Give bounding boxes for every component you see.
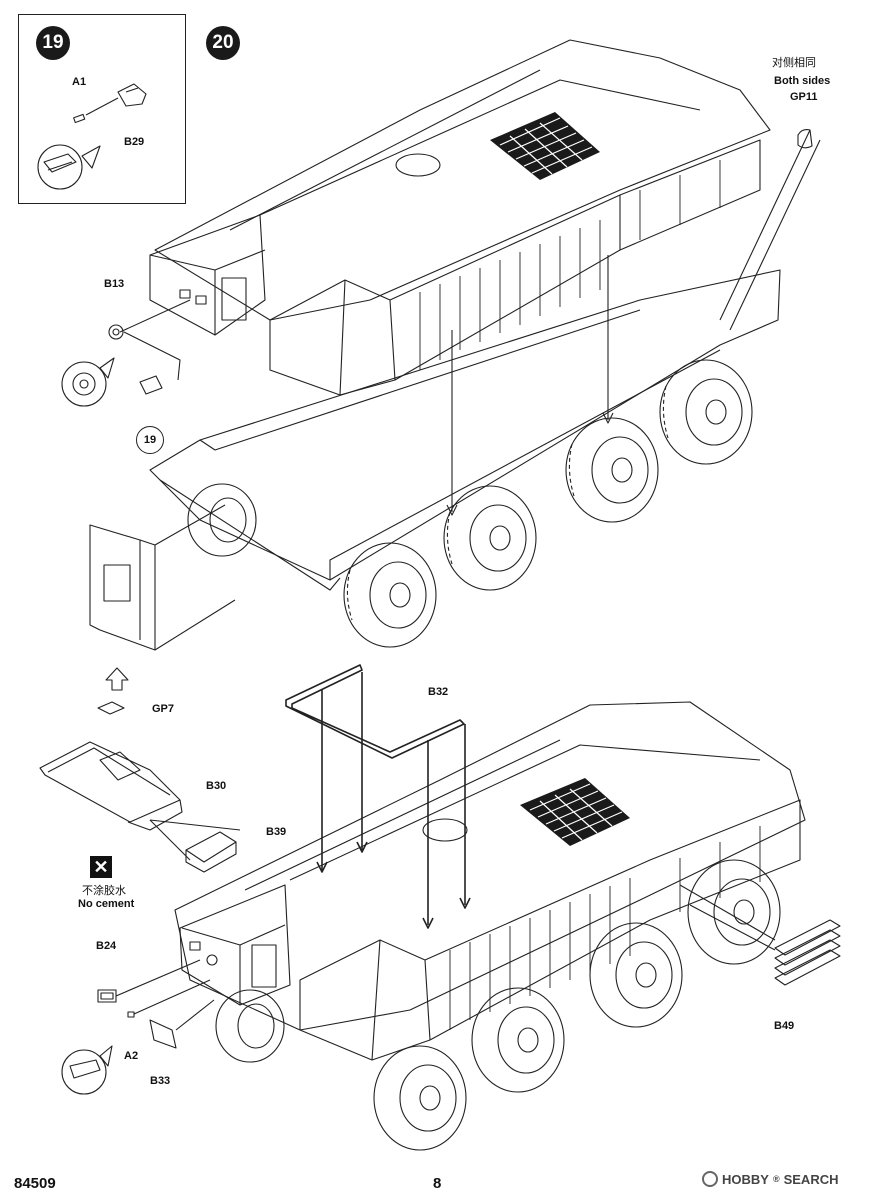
label-a2: A2 bbox=[124, 1050, 139, 1062]
label-both-sides-cn: 对侧相同 bbox=[772, 57, 816, 69]
label-b24: B24 bbox=[96, 940, 117, 952]
step19-parts bbox=[37, 83, 147, 190]
b49-slats bbox=[679, 884, 841, 986]
label-b30: B30 bbox=[206, 780, 227, 792]
step19-inset bbox=[18, 14, 186, 204]
watermark-registered: ® bbox=[772, 1174, 780, 1184]
b30-b39-parts bbox=[39, 701, 241, 873]
lower-wheels bbox=[215, 859, 781, 1151]
upper-assembly-arrows bbox=[61, 129, 821, 516]
label-gp7: GP7 bbox=[152, 703, 175, 715]
label-no-cement-cn: 不涂胶水 bbox=[82, 885, 126, 897]
page-number: 8 bbox=[433, 1175, 442, 1192]
kit-code: 84509 bbox=[14, 1175, 56, 1192]
no-cement-icon: ✕ bbox=[90, 856, 112, 878]
label-gp11: GP11 bbox=[790, 91, 818, 103]
step19-badge: 19 bbox=[36, 26, 70, 60]
watermark: HOBBY® SEARCH bbox=[702, 1171, 839, 1187]
watermark-brand: HOBBY bbox=[722, 1171, 769, 1187]
watermark-search: SEARCH bbox=[783, 1171, 839, 1187]
label-a1: A1 bbox=[72, 76, 87, 88]
upper-wheels bbox=[187, 359, 753, 648]
label-both-sides-en: Both sides bbox=[774, 75, 831, 87]
label-b29: B29 bbox=[124, 136, 145, 148]
watermark-logo-icon bbox=[702, 1171, 718, 1187]
upper-vehicle-hull bbox=[149, 39, 781, 591]
rear-door-part bbox=[89, 504, 236, 691]
b24-a2-b33-parts bbox=[61, 959, 215, 1095]
label-b39: B39 bbox=[266, 826, 287, 838]
label-b33: B33 bbox=[150, 1075, 171, 1087]
label-b32: B32 bbox=[428, 686, 449, 698]
label-no-cement-en: No cement bbox=[78, 898, 135, 910]
lower-vehicle-hull bbox=[174, 701, 806, 1061]
b32-frame-part bbox=[285, 664, 471, 929]
label-b49: B49 bbox=[774, 1020, 795, 1032]
step20-badge: 20 bbox=[206, 26, 240, 60]
label-b13: B13 bbox=[104, 278, 125, 290]
ref-step19: 19 bbox=[136, 426, 164, 454]
